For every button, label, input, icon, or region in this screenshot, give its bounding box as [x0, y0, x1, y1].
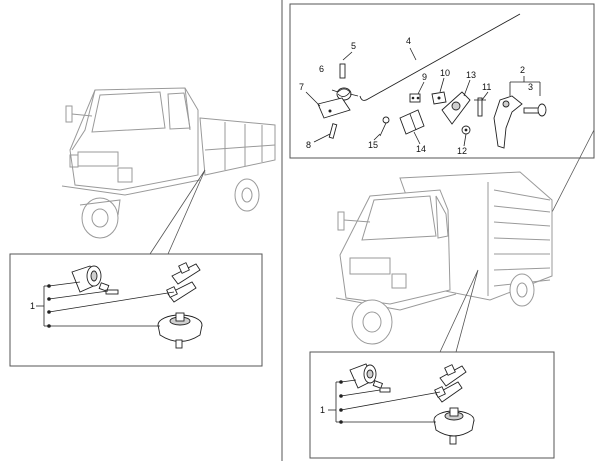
screw-icon	[379, 116, 390, 137]
lock-plate-icon	[441, 91, 471, 125]
small-pin-icon	[328, 123, 338, 139]
label-10: 10	[440, 68, 450, 78]
key-pair-icon	[166, 262, 201, 303]
box-van-illustration	[335, 171, 553, 345]
label-9: 9	[422, 72, 427, 82]
label-1-right: 1	[320, 405, 325, 415]
label-8: 8	[306, 140, 311, 150]
door-rod-icon	[359, 13, 521, 101]
fuel-cap-lock-icon	[433, 407, 475, 445]
ignition-lock-icon	[349, 363, 391, 393]
left-leader-lines	[36, 281, 175, 328]
label-2: 2	[520, 65, 525, 75]
shaft-icon	[474, 97, 486, 117]
pin-icon	[339, 63, 346, 79]
right-leader-lines	[328, 379, 441, 424]
label-15: 15	[368, 140, 378, 150]
bracket-icon	[317, 97, 351, 119]
label-11: 11	[482, 82, 491, 92]
parts-detail-frame	[289, 3, 595, 159]
left-callout-wedge	[149, 169, 206, 255]
door-handle-icon	[493, 95, 523, 149]
handle-key-icon	[523, 103, 547, 117]
label-13: 13	[466, 70, 476, 80]
hinge-plate-icon	[399, 109, 425, 135]
latch-block-icon	[431, 91, 447, 105]
clip-icon	[409, 93, 421, 103]
label-14: 14	[416, 144, 426, 154]
label-6: 6	[319, 64, 324, 74]
right-inset-frame	[309, 351, 555, 459]
right-callout-wedge	[439, 269, 479, 353]
label-7: 7	[299, 82, 304, 92]
key-pair-icon	[434, 364, 467, 403]
ignition-lock-icon	[71, 265, 119, 295]
label-12: 12	[457, 146, 467, 156]
label-3: 3	[528, 82, 533, 92]
fuel-cap-lock-icon	[157, 312, 203, 349]
label-5: 5	[351, 41, 356, 51]
label-1-left: 1	[30, 301, 35, 311]
left-inset-frame	[9, 253, 263, 367]
label-4: 4	[406, 36, 411, 46]
spring-icon	[331, 87, 359, 101]
pickup-truck-illustration	[61, 87, 276, 239]
parts-callout-line	[547, 129, 595, 221]
